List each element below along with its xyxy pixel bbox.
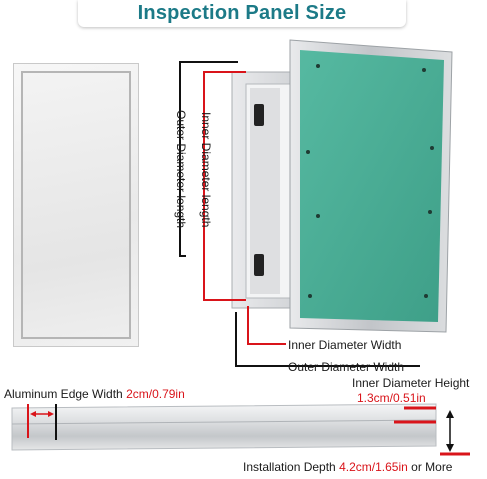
depth-value: 4.2cm/1.65in	[339, 460, 408, 474]
edge-width-value: 2cm/0.79in	[126, 387, 185, 401]
depth-label: Installation Depth 4.2cm/1.65in or More	[243, 460, 452, 474]
inner-height-label: Inner Diameter Height	[352, 376, 470, 390]
inner-width-label: Inner Diameter Width	[288, 338, 402, 352]
panel-front-view	[13, 63, 139, 347]
outer-width-label: Outer Diameter Width	[288, 360, 405, 374]
outer-length-label: Outer Diameter length	[174, 110, 188, 229]
depth-text: Installation Depth	[243, 460, 336, 474]
panel-front-inner-border	[21, 71, 131, 339]
outer-dimension-lines	[179, 61, 420, 367]
inner-dimension-lines	[203, 71, 286, 345]
hinge-bottom	[254, 254, 264, 276]
edge-width-label: Aluminum Edge Width 2cm/0.79in	[4, 387, 185, 401]
depth-suffix: or More	[411, 460, 453, 474]
panel-door	[289, 39, 453, 333]
page-title: Inspection Panel Size	[137, 2, 347, 24]
title-banner: Inspection Panel Size	[78, 0, 406, 27]
depth-marker	[440, 410, 470, 456]
aluminum-edge-bar	[11, 403, 437, 451]
inner-height-marker	[394, 406, 436, 424]
hinge-top	[254, 104, 264, 126]
inner-height-value: 1.3cm/0.51in	[357, 391, 426, 405]
inner-length-label: Inner Diameter length	[199, 112, 213, 228]
edge-width-text: Aluminum Edge Width	[4, 387, 123, 401]
edge-width-marker	[27, 404, 57, 440]
